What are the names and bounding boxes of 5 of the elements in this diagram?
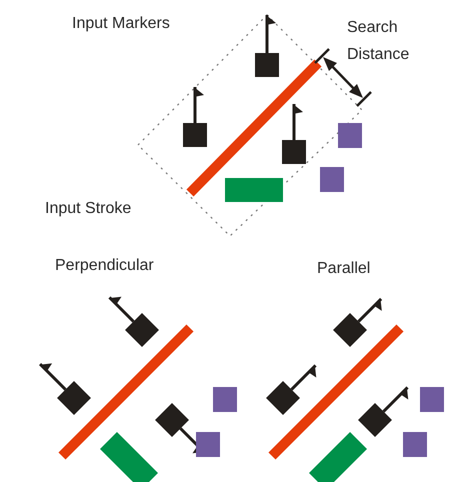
- diagram-label: Input Markers: [72, 14, 170, 34]
- diagram-label: Perpendicular: [55, 256, 154, 276]
- diagram-label: Search Distance: [347, 18, 410, 65]
- diagram-label: Parallel: [317, 259, 370, 279]
- diagram-label: Input Stroke: [45, 199, 132, 219]
